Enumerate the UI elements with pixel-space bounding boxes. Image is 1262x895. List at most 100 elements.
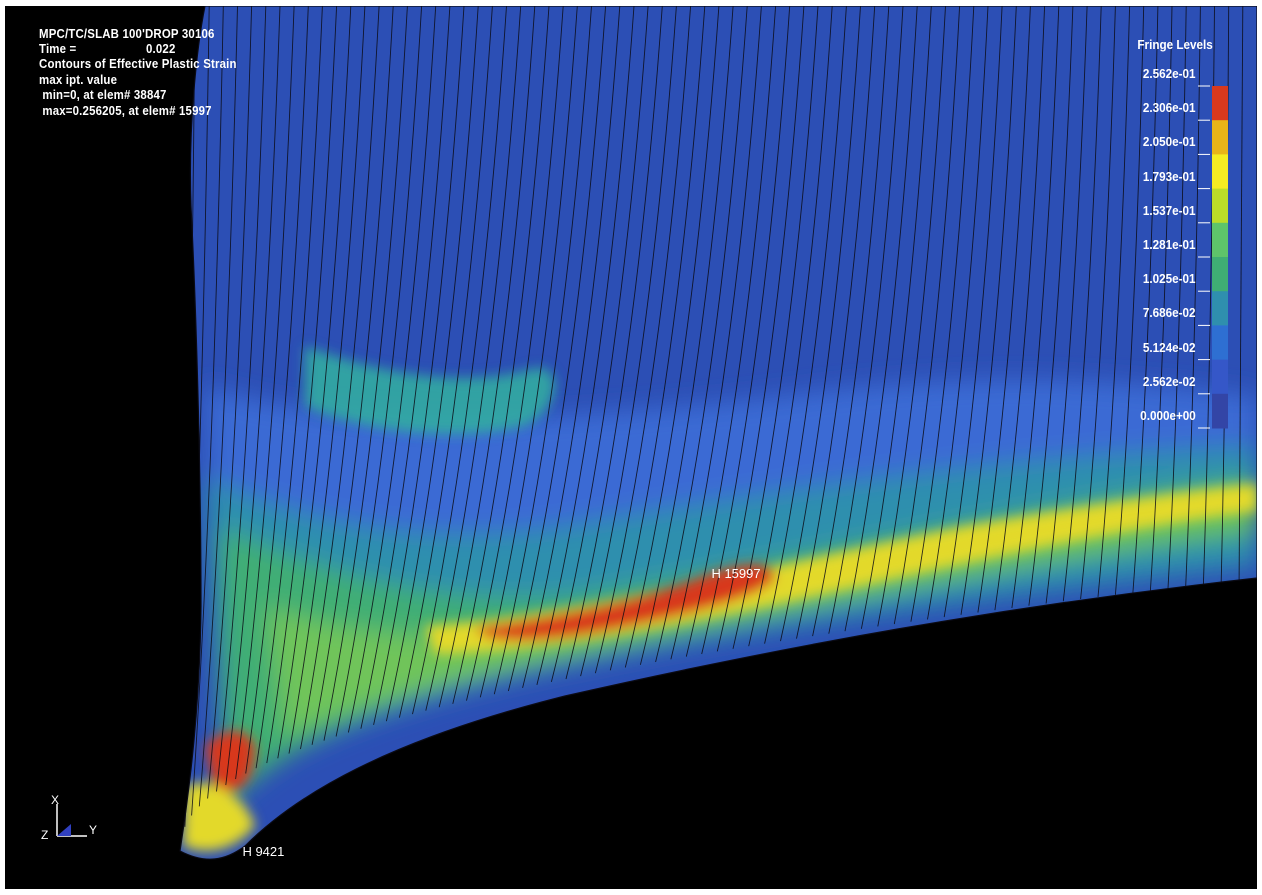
mesh-line (311, 6, 394, 745)
mesh-line (764, 6, 847, 644)
mesh-line (479, 6, 578, 698)
mesh-line (255, 6, 323, 769)
contour-label: Contours of Effective Plastic Strain (39, 56, 237, 71)
mesh-line (943, 6, 1003, 618)
legend-level-label: 0.000e+00 (1140, 408, 1196, 423)
legend-level-label: 1.281e-01 (1143, 237, 1196, 252)
mesh-line (748, 6, 833, 647)
mesh-line (493, 6, 592, 695)
legend-title: Fringe Levels (1137, 37, 1213, 52)
mesh-line (860, 6, 932, 629)
mesh-line (910, 6, 975, 622)
legend-level-label: 1.537e-01 (1143, 202, 1196, 218)
mesh-line (732, 6, 819, 649)
mesh-line (877, 6, 946, 627)
ipt-label: max ipt. value (39, 72, 118, 87)
mesh-line (994, 6, 1046, 611)
fringe-color-segment (1212, 222, 1228, 258)
mesh-line (191, 6, 224, 816)
marker-glyph: H (242, 844, 256, 859)
mesh-line (565, 6, 663, 680)
legend-level-label: 2.050e-01 (1143, 134, 1196, 150)
mesh-line (207, 6, 253, 799)
mesh-line (522, 6, 621, 689)
mesh-line (245, 6, 309, 774)
legend-level-label: 1.025e-01 (1143, 271, 1196, 287)
triad-y-label: Y (89, 823, 98, 837)
mesh-line (1097, 6, 1131, 597)
node-id: 9421 (255, 844, 285, 859)
mesh-line (655, 6, 748, 663)
mesh-line (216, 6, 267, 792)
mesh-line (844, 6, 918, 632)
mesh-line (780, 6, 861, 642)
legend-level-label: 1.793e-01 (1143, 168, 1196, 184)
plot-title: MPC/TC/SLAB 100'DROP 30106 (39, 26, 215, 41)
fringe-color-segment (1212, 120, 1228, 155)
mesh-line (828, 6, 904, 634)
mesh-line (1149, 6, 1173, 591)
mesh-line (412, 6, 507, 715)
marker-glyph: H (711, 566, 725, 581)
mesh-line (360, 6, 451, 729)
triad-x-label: X (51, 793, 60, 807)
mesh-line (300, 6, 380, 750)
axis-triad (56, 804, 87, 837)
mesh-line (580, 6, 677, 677)
mesh-line (335, 6, 423, 737)
mesh-boundary (179, 6, 1257, 860)
time-label: Time = (39, 41, 77, 56)
mesh-line (550, 6, 649, 683)
mesh-line (685, 6, 777, 657)
mesh-line (1045, 6, 1088, 604)
fringe-color-segment (1212, 393, 1228, 429)
mesh-line (425, 6, 522, 711)
mesh-line (438, 6, 536, 708)
legend-level-label: 2.306e-01 (1143, 100, 1196, 116)
mesh-line (225, 6, 281, 786)
mesh-line (624, 6, 720, 668)
fringe-color-segment (1212, 291, 1228, 326)
fringe-color-segment (1212, 188, 1228, 224)
triad-z-label: Z (41, 828, 49, 842)
mesh-line (796, 6, 876, 639)
mesh-line (198, 6, 238, 807)
mesh-line (266, 6, 338, 764)
mesh-line (812, 6, 890, 637)
mesh-line (235, 6, 295, 780)
fringe-color-bar (1198, 85, 1228, 429)
mesh-line (609, 6, 706, 671)
fringe-plot (179, 6, 1257, 860)
mesh-line (288, 6, 366, 754)
mesh-line (701, 6, 791, 655)
mesh-line (1114, 6, 1145, 595)
mesh-grid (180, 6, 1257, 852)
fringe-color-segment (1212, 359, 1228, 395)
max-element-marker: H 15997 (697, 551, 761, 596)
legend-level-label: 2.562e-01 (1143, 66, 1196, 81)
mesh-line (1185, 6, 1201, 587)
mesh-line (507, 6, 607, 692)
fringe-color-segment (1212, 86, 1228, 121)
fringe-color-segment (1212, 154, 1228, 190)
fringe-color-segment (1212, 325, 1228, 361)
mesh-line (536, 6, 635, 686)
mesh-line (1132, 6, 1159, 593)
min-line: min=0, at elem# 38847 (39, 87, 167, 102)
mesh-line (466, 6, 564, 701)
mesh-line (1167, 6, 1187, 589)
legend-level-label: 2.562e-02 (1143, 373, 1196, 389)
max-element-id: 15997 (724, 566, 761, 581)
mesh-line (670, 6, 762, 660)
mesh-line (373, 6, 465, 725)
mesh-line (323, 6, 408, 741)
legend-level-label: 7.686e-02 (1143, 305, 1196, 321)
mesh-line (893, 6, 961, 625)
mesh-line (594, 6, 692, 674)
mesh-line (1062, 6, 1102, 602)
mesh-line (398, 6, 493, 718)
mesh-line (716, 6, 805, 652)
mesh-line (639, 6, 734, 665)
legend-level-label: 5.124e-02 (1143, 339, 1196, 355)
viewport[interactable]: MPC/TC/SLAB 100'DROP 30106 Time = 0.022 … (5, 6, 1257, 889)
